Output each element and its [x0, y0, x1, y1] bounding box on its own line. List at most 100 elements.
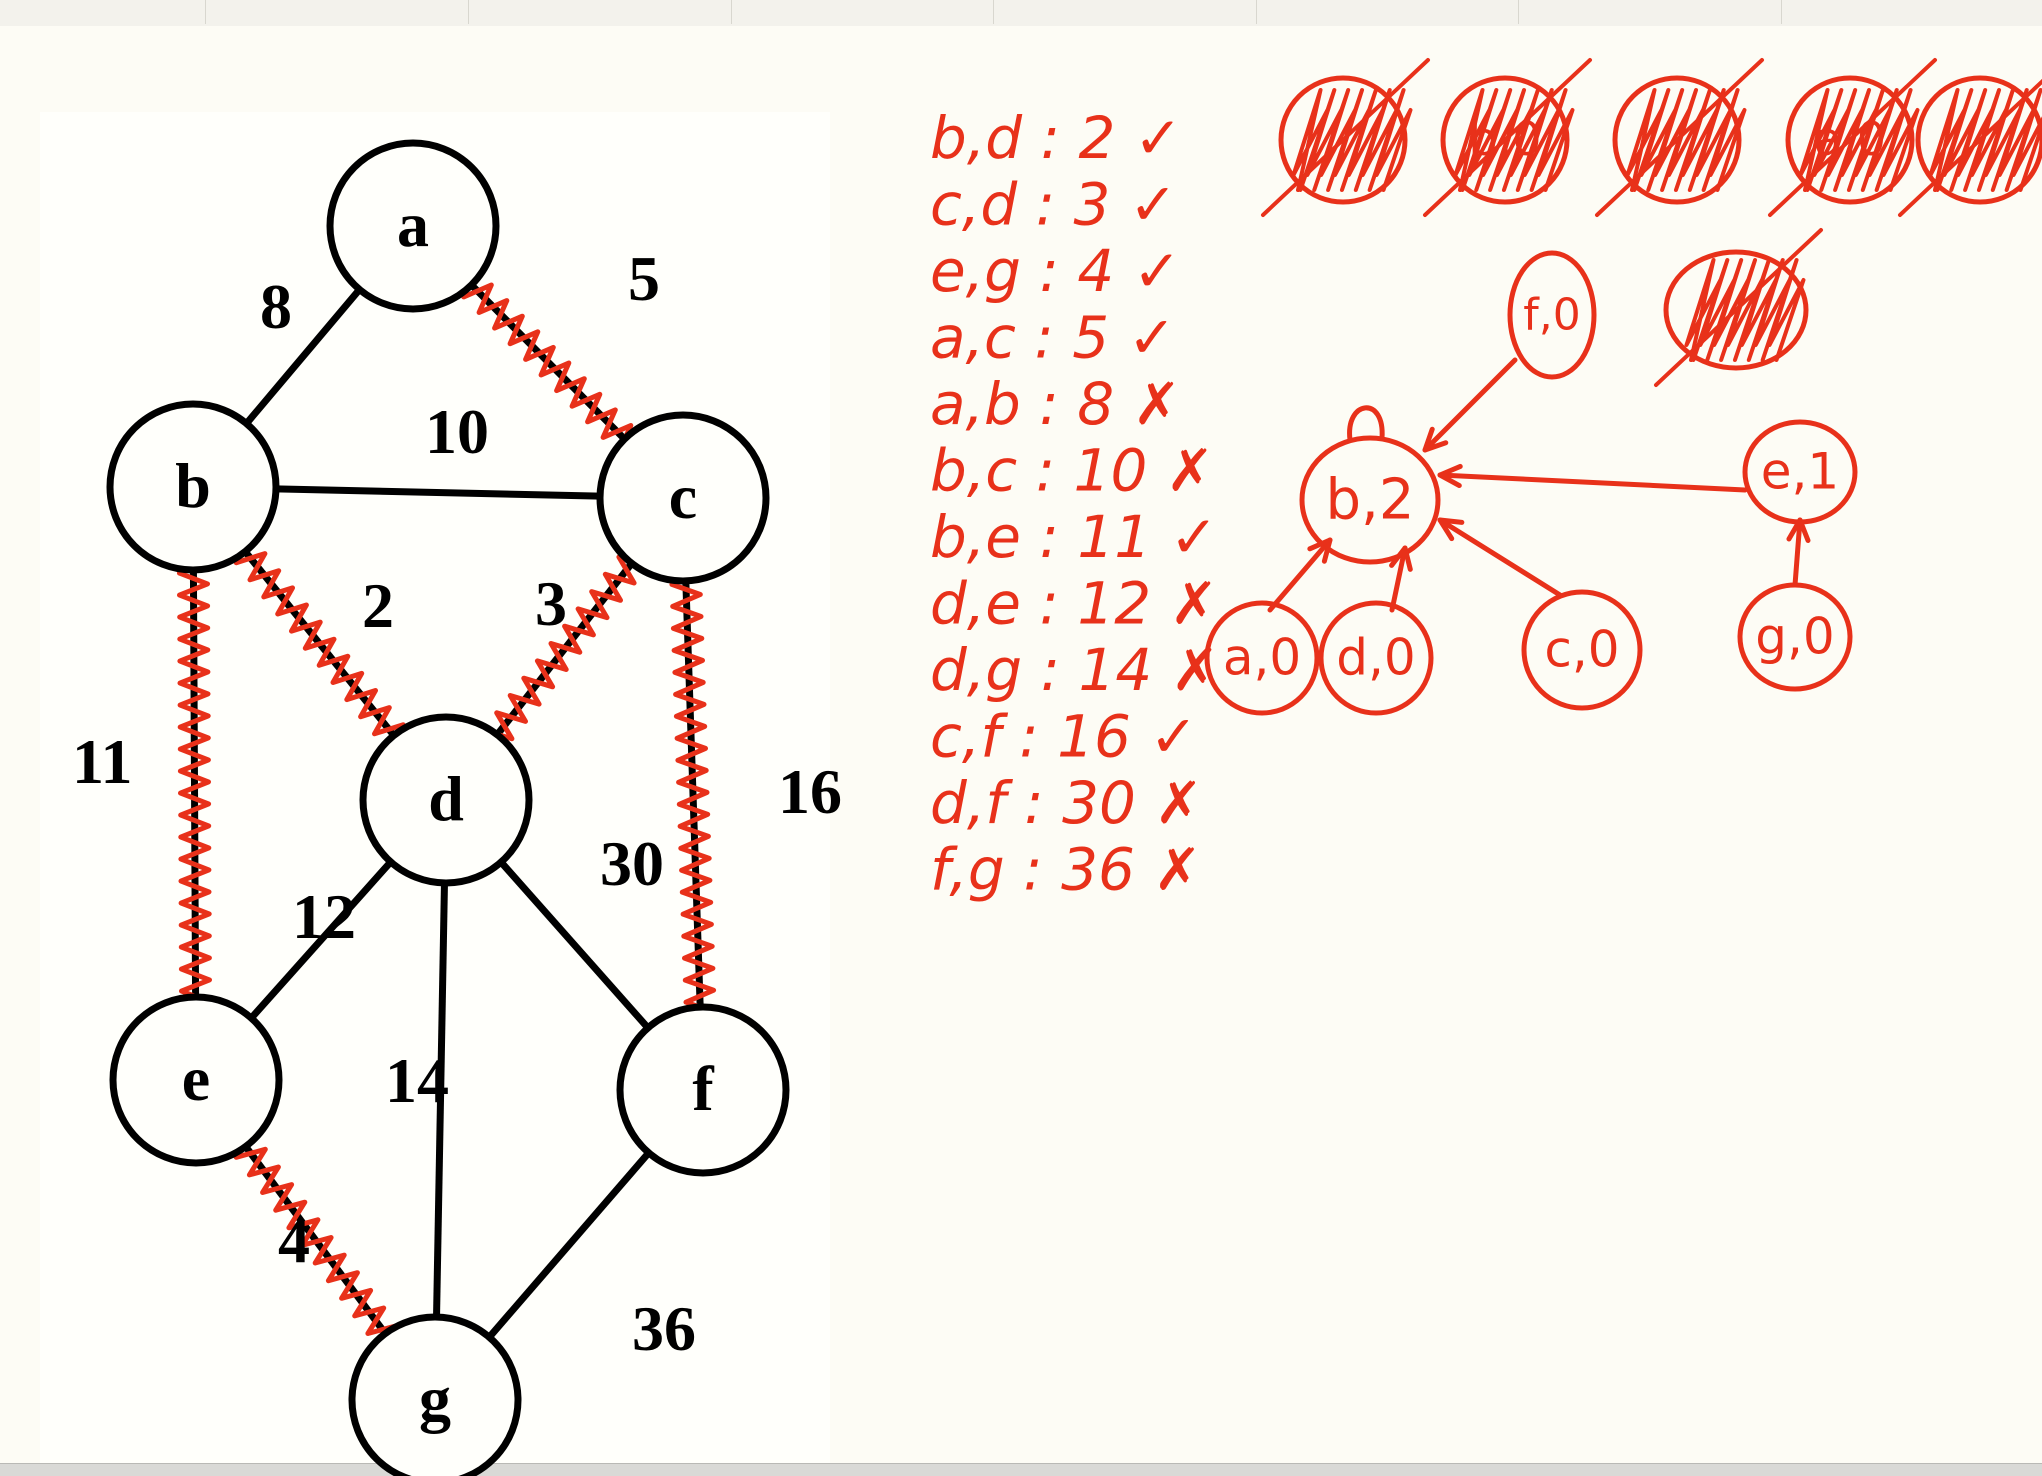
cross-out-stroke-4: [1898, 78, 2042, 217]
root-self-loop: [1347, 405, 1385, 443]
edge-b-e: [189, 569, 200, 998]
crossed-node-3-circle: [1785, 75, 1915, 205]
edge-d-f: [498, 859, 651, 1031]
crossed-node-4-circle: [1915, 75, 2042, 205]
crossed-scribble-1: [1453, 88, 1575, 192]
weight-b-c: 10: [425, 396, 489, 467]
forest-root-label: b,2: [1326, 467, 1415, 532]
mst-mark-b-e: [176, 559, 213, 1005]
edge-list-entry: d,e : 12 ✗: [930, 570, 1218, 638]
arrow-d0-root: [1389, 545, 1408, 613]
crossed-node-1-circle: [1440, 75, 1570, 205]
arrow-g0-e1: [1792, 517, 1803, 588]
weight-a-b: 8: [260, 271, 292, 342]
crossed-scribble-0: [1291, 88, 1413, 192]
node-c-circle: [596, 411, 770, 585]
crossed-node-5-circle: [1663, 249, 1809, 371]
node-a-circle: [326, 139, 500, 313]
node-g-label: g: [419, 1363, 451, 1434]
weight-f-g: 36: [632, 1293, 696, 1364]
tab[interactable]: [731, 0, 994, 24]
node-e-circle: [109, 993, 283, 1167]
edge-list-entry: a,b : 8 ✗: [930, 370, 1181, 438]
edge-a-b: [243, 287, 363, 426]
node-d-label: d: [428, 763, 464, 834]
weight-c-f: 16: [778, 756, 842, 827]
node-d-circle: [359, 713, 533, 887]
cross-out-stroke-0: [1261, 58, 1430, 217]
cross-out-stroke-1: [1423, 58, 1592, 217]
node-b-label: b: [175, 450, 211, 521]
mst-mark-c-f: [669, 570, 717, 1015]
arrow-a0-root-head: [1307, 537, 1333, 564]
edge-list-entry: c,f : 16 ✓: [930, 703, 1198, 771]
arrow-e1-root: [1437, 472, 1748, 493]
tab[interactable]: [205, 0, 469, 24]
forest-c0-label: c,0: [1544, 621, 1619, 679]
arrow-c0-root-head: [1437, 517, 1465, 542]
crossed-scribble-2: [1625, 88, 1747, 192]
forest-g0-label: g,0: [1755, 608, 1834, 666]
crossed-scribble-4: [1928, 88, 2042, 192]
edge-list-entry: b,e : 11 ✓: [930, 503, 1218, 571]
weight-a-c: 5: [628, 243, 660, 314]
cross-out-stroke-3: [1768, 58, 1937, 217]
node-f-circle: [616, 1003, 790, 1177]
graph-nodes: a b c d e f g: [106, 139, 790, 1476]
arrow-c0-root: [1437, 517, 1563, 598]
node-e-label: e: [182, 1043, 210, 1114]
tab[interactable]: [468, 0, 732, 24]
arrow-f0-root-head: [1422, 426, 1449, 453]
edge-list-entry: c,d : 3 ✓: [930, 171, 1178, 239]
node-c-label: c: [669, 461, 697, 532]
node-a-label: a: [397, 189, 429, 260]
mst-mark-c-d: [480, 554, 640, 742]
weight-d-f: 30: [600, 828, 664, 899]
crossed-scribble-5: [1684, 258, 1806, 362]
weight-d-e: 12: [292, 881, 356, 952]
edge-list-entry: b,d : 2 ✓: [930, 104, 1182, 172]
handwritten-edge-list: b,d : 2 ✓c,d : 3 ✓e,g : 4 ✓a,c : 5 ✓a,b …: [930, 104, 1219, 904]
forest-d0-circle: [1318, 600, 1434, 716]
crossed-node-2-circle: [1612, 75, 1742, 205]
edge-list-entry: b,c : 10 ✗: [930, 437, 1214, 505]
edge-d-e: [248, 859, 394, 1021]
forest-d0-label: d,0: [1336, 629, 1415, 687]
arrow-e1-root-head: [1437, 463, 1463, 489]
forest-a0-circle: [1204, 600, 1320, 716]
forest-c0-circle: [1521, 589, 1643, 711]
tab[interactable]: [993, 0, 1257, 24]
forest-root-circle: [1299, 435, 1441, 565]
arrow-g0-e1-head: [1786, 517, 1811, 543]
edge-b-c: [275, 485, 601, 500]
mst-mark-a-c: [461, 276, 634, 456]
mst-mark-e-g: [233, 1137, 400, 1336]
edge-d-g: [433, 882, 448, 1318]
edge-c-f: [682, 580, 704, 1008]
arrow-d0-root-head: [1389, 545, 1413, 572]
tab[interactable]: [0, 0, 206, 24]
tab[interactable]: [1256, 0, 1519, 24]
arrow-f0-root: [1422, 357, 1518, 453]
tab[interactable]: [1518, 0, 1782, 24]
node-f-label: f: [692, 1053, 714, 1124]
forest-e1-label: e,1: [1761, 443, 1839, 501]
weight-d-g: 14: [385, 1045, 449, 1116]
node-g-circle: [348, 1313, 522, 1476]
forest-f0-circle: [1507, 250, 1597, 380]
weight-e-g: 4: [278, 1205, 310, 1276]
mst-highlight-scribbles: [176, 276, 717, 1336]
edge-list-entry: d,f : 30 ✗: [930, 769, 1203, 837]
crossed-scribble-3: [1798, 88, 1920, 192]
edge-f-g: [486, 1150, 652, 1340]
weight-b-e: 11: [72, 726, 132, 797]
cross-out-stroke-5: [1654, 228, 1823, 387]
bottom-scrollbar[interactable]: [0, 1463, 2042, 1476]
forest-a0-label: a,0: [1223, 629, 1301, 687]
node-b-circle: [106, 400, 280, 574]
edge-list-entry: d,g : 14 ✗: [930, 636, 1219, 704]
